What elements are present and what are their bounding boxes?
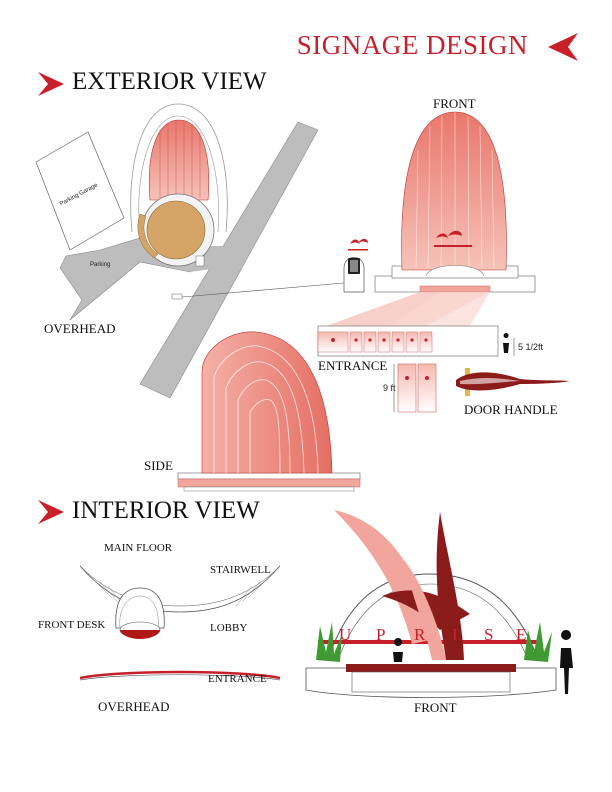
lobby-label: LOBBY: [210, 622, 248, 634]
exterior-overhead-label: OVERHEAD: [44, 321, 116, 336]
exterior-doors: [393, 363, 437, 413]
interior-front-elevation: [305, 510, 573, 698]
exterior-heading: EXTERIOR VIEW: [72, 68, 267, 95]
interior-overhead-label: OVERHEAD: [98, 699, 170, 714]
exterior-front-elevation: [326, 111, 536, 326]
front-desk-label: FRONT DESK: [38, 619, 106, 631]
interior-arrow-icon: [38, 500, 64, 524]
interior-overhead-plan: [79, 565, 281, 681]
exterior-overhead-map: [35, 103, 345, 399]
door-handle-drawing: [456, 368, 570, 396]
interior-front-label: FRONT: [414, 700, 457, 715]
door-handle-label: DOOR HANDLE: [464, 402, 558, 417]
sign-letter: U: [339, 625, 352, 644]
exterior-sign-unit: [343, 238, 368, 293]
title-arrow-icon: [548, 33, 578, 61]
exterior-side-elevation: [177, 331, 361, 492]
sign-letter: P: [376, 625, 386, 644]
exterior-entrance-label: ENTRANCE: [318, 358, 388, 373]
sign-letter: S: [484, 625, 494, 644]
exterior-front-label: FRONT: [433, 96, 476, 111]
interior-entrance-label: ENTRANCE: [208, 673, 267, 685]
interior-heading: INTERIOR VIEW: [72, 497, 260, 524]
main-floor-label: MAIN FLOOR: [104, 542, 173, 554]
stairwell-label: STAIRWELL: [210, 564, 271, 576]
page-title: SIGNAGE DESIGN: [296, 30, 528, 60]
sign-letter: R: [414, 625, 426, 644]
door-height-dimension: 9 ft: [383, 383, 396, 393]
sign-letter: E: [516, 625, 527, 644]
sign-letter: I: [452, 625, 458, 644]
exterior-side-label: SIDE: [144, 458, 173, 473]
exterior-arrow-icon: [38, 72, 64, 96]
parking-label: Parking: [90, 262, 111, 268]
sign-height-dimension: 5 1/2ft: [518, 342, 544, 352]
exterior-entrance-strip: [317, 325, 515, 357]
